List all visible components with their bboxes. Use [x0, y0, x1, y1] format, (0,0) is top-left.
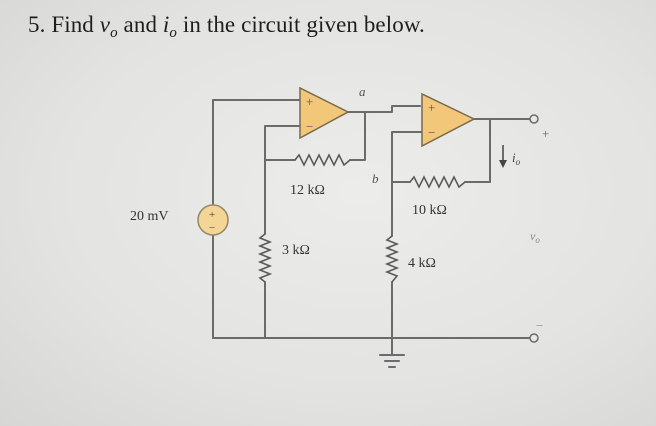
opamp-1	[299, 86, 350, 140]
question-text: 5. Find vo and io in the circuit given b…	[28, 12, 425, 41]
wire-opamp2-minus	[391, 131, 423, 183]
source-minus-sign: −	[209, 222, 215, 234]
label-4k: 4 kΩ	[408, 256, 436, 271]
voltage-source	[197, 204, 229, 236]
vo-sub-o: o	[535, 235, 540, 245]
opamp2-minus-sign: −	[428, 125, 435, 140]
opamp2-plus-sign: +	[428, 100, 435, 115]
wire-10k-right	[464, 118, 491, 183]
question-sub-o2: o	[169, 25, 178, 41]
opamp1-minus-sign: −	[306, 119, 313, 134]
question-var-v: v	[99, 12, 111, 37]
opamp1-plus-sign: +	[306, 94, 313, 109]
wire-node-a	[347, 105, 421, 113]
question-number: 5.	[28, 12, 46, 37]
resistor-3k	[257, 233, 273, 283]
current-label: io	[512, 150, 521, 167]
output-plus-sign: +	[542, 126, 549, 141]
question-var-i: i	[162, 12, 170, 37]
source-plus-sign: +	[209, 209, 215, 221]
resistor-10k	[409, 175, 466, 189]
question-rest: in the circuit given below.	[182, 12, 425, 37]
output-terminal-bottom	[529, 333, 539, 343]
vo-label: vo	[530, 229, 540, 245]
opamp-2	[421, 92, 476, 148]
node-a-label: a	[359, 84, 366, 99]
ground-symbol	[379, 354, 405, 368]
output-minus-sign: −	[536, 318, 543, 333]
question-sub-o1: o	[110, 25, 118, 41]
wire-opamp1-minus	[264, 125, 303, 161]
output-terminal-top	[529, 114, 539, 124]
source-label: 20 mV	[130, 209, 169, 224]
wire-12k-right	[349, 111, 366, 161]
current-arrow-head	[499, 160, 507, 168]
current-i: i	[512, 150, 516, 165]
resistor-12k	[294, 153, 351, 167]
label-12k: 12 kΩ	[290, 183, 325, 198]
label-10k: 10 kΩ	[412, 203, 447, 218]
resistor-4k	[384, 235, 400, 283]
node-b-label: b	[372, 171, 379, 186]
wire-source-top	[212, 99, 301, 206]
label-3k: 3 kΩ	[282, 243, 310, 258]
vo-v: v	[530, 229, 536, 243]
question-word-and: and	[123, 12, 158, 37]
question-word-find: Find	[51, 12, 94, 37]
current-sub-o: o	[516, 157, 521, 167]
